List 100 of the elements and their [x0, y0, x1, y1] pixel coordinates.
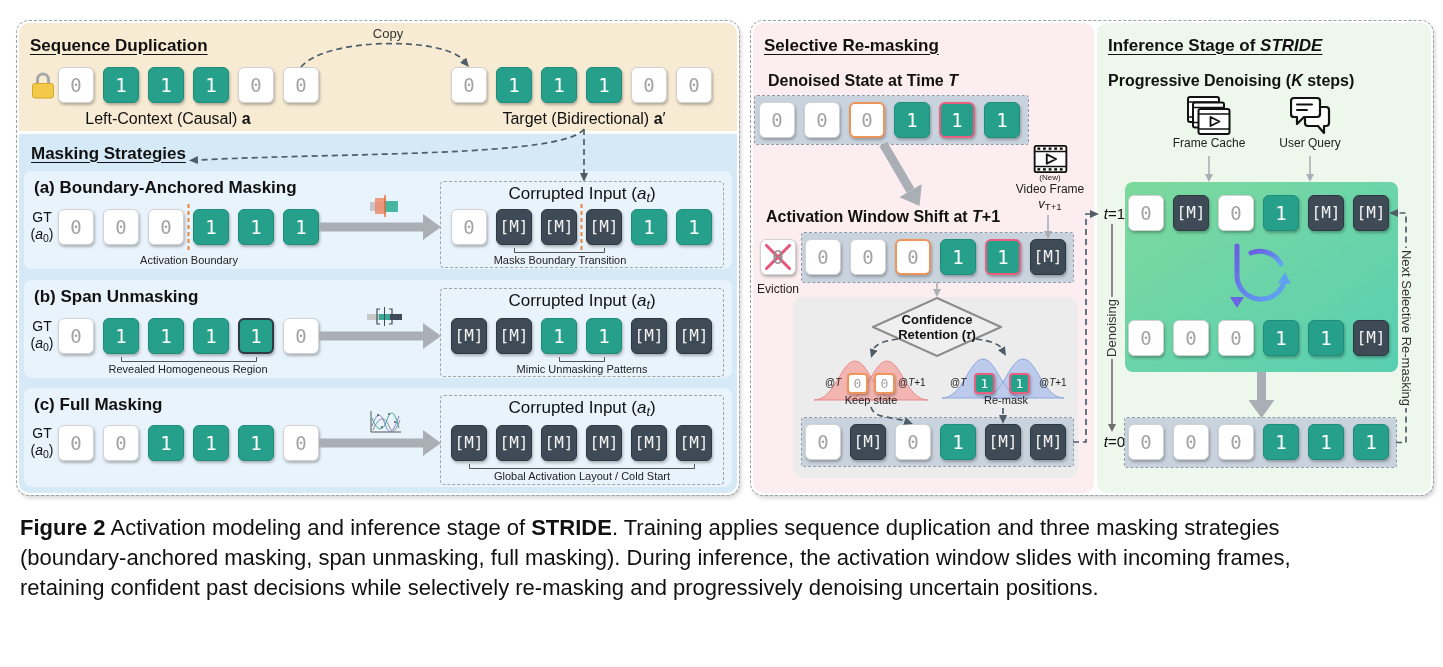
token-tile: 1: [283, 209, 319, 245]
token-tile: 0: [847, 373, 868, 394]
token-tile: 0: [895, 239, 931, 275]
curve-label: Re-mask: [984, 394, 1028, 407]
token-tile: 1: [541, 318, 577, 354]
token-tile: 1: [985, 239, 1021, 275]
annotation: Activation Boundary: [140, 254, 238, 267]
edge-label: Copy: [370, 26, 406, 42]
token-tile: [M]: [586, 425, 622, 461]
token-tile: 1: [193, 425, 229, 461]
token-tile: 0: [1218, 424, 1254, 460]
icon-caption: User Query: [1279, 136, 1341, 151]
token-tile: [M]: [541, 209, 577, 245]
token-tile: 1: [984, 102, 1020, 138]
token-tile: 1: [1263, 320, 1299, 356]
annotation: Revealed Homogeneous Region: [108, 363, 268, 376]
token-tile: 1: [940, 424, 976, 460]
icon-caption: Video Frame: [1015, 182, 1085, 196]
dashed-frame: [17, 21, 739, 495]
arrow: [933, 281, 941, 297]
token-tile: 1: [676, 209, 712, 245]
token-tile: 0: [283, 67, 319, 103]
annotation: Global Activation Layout / Cold Start: [493, 470, 671, 483]
token-tile: 0: [1173, 424, 1209, 460]
section-panel: [1097, 23, 1431, 493]
token-tile: 1: [148, 318, 184, 354]
token-tile: 0: [1128, 320, 1164, 356]
token-tile: 1: [586, 67, 622, 103]
token-tile: 0: [58, 425, 94, 461]
token-tile: 0: [804, 102, 840, 138]
token-tile: 1: [238, 318, 274, 354]
token-tile: [M]: [1308, 195, 1344, 231]
token-tile: [M]: [451, 425, 487, 461]
token-tile: 1: [103, 67, 139, 103]
dashed-arrow: [999, 407, 1007, 423]
token-tile: 0: [451, 209, 487, 245]
dashed-arrow: [580, 128, 588, 181]
token-tile: 1: [1263, 195, 1299, 231]
section-heading: Masking Strategies: [31, 142, 189, 165]
bell-curve-shape: [812, 358, 930, 407]
curve-label: @T+1: [1039, 377, 1067, 389]
row-label: GT (a$_{0}$): [30, 209, 54, 243]
arrow: [1044, 214, 1052, 239]
dashed-arrow: [975, 338, 1007, 355]
token-tile: 0: [58, 209, 94, 245]
token-tile: 1: [1308, 320, 1344, 356]
token-tile: 1: [193, 67, 229, 103]
token-tile: [M]: [1030, 239, 1066, 275]
token-tile: [M]: [985, 424, 1021, 460]
row-heading: Activation Window Shift at T+1: [766, 206, 1006, 228]
dashed-arrow: [870, 406, 913, 425]
token-row: [1125, 418, 1396, 467]
token-tile: 1: [1308, 424, 1344, 460]
dashed-frame: [751, 21, 1433, 495]
section-panel: [753, 23, 1094, 493]
section-panel: [19, 134, 737, 493]
icon-caption: Frame Cache: [1172, 136, 1246, 151]
token-tile: 0: [849, 102, 885, 138]
token-row: [802, 418, 1073, 466]
token-tile: 0: [805, 424, 841, 460]
side-note: Eviction: [757, 282, 799, 296]
block-arrow: [879, 141, 920, 207]
token-tile: 0: [631, 67, 667, 103]
token-tile: [M]: [496, 425, 532, 461]
token-tile: [M]: [541, 425, 577, 461]
group-heading: Corrupted Input (a$_{t}$): [508, 290, 656, 312]
token-tile: [M]: [586, 209, 622, 245]
token-tile: 1: [631, 209, 667, 245]
token-tile: 1: [1009, 373, 1030, 394]
row-heading: Denoised State at Time T: [768, 71, 958, 91]
token-tile: 0: [895, 424, 931, 460]
token-tile: [M]: [1173, 195, 1209, 231]
token-tile: 1: [103, 318, 139, 354]
annotation: Masks Boundary Transition: [493, 254, 627, 267]
token-tile: [M]: [1030, 424, 1066, 460]
token-tile: 0: [676, 67, 712, 103]
arrow: [1306, 155, 1314, 182]
row-label: GT (a$_{0}$): [30, 318, 54, 352]
token-tile: 0: [283, 425, 319, 461]
token-tile: [M]: [676, 318, 712, 354]
token-tile: 1: [1353, 424, 1389, 460]
inner-panel: [793, 297, 1078, 478]
token-tile: 1: [148, 425, 184, 461]
token-tile: [M]: [1353, 195, 1389, 231]
diamond-label: Confidence Retention (τ): [897, 312, 977, 342]
token-tile: [M]: [631, 425, 667, 461]
token-tile: 0: [103, 209, 139, 245]
token-tile: 1: [238, 209, 274, 245]
section-heading: Inference Stage of STRIDE: [1108, 35, 1323, 57]
token-tile: 1: [541, 67, 577, 103]
token-tile: 1: [193, 209, 229, 245]
curve-label: @T+1: [898, 377, 926, 389]
token-tile: 0: [850, 239, 886, 275]
strategy-panel: [24, 171, 732, 269]
token-tile: 0: [1218, 195, 1254, 231]
token-tile: 0: [103, 425, 139, 461]
strategy-heading: (a) Boundary-Anchored Masking: [34, 177, 297, 199]
timestep-label: t=0: [1097, 432, 1125, 452]
token-tile: 0: [1128, 195, 1164, 231]
token-tile: 0: [283, 318, 319, 354]
